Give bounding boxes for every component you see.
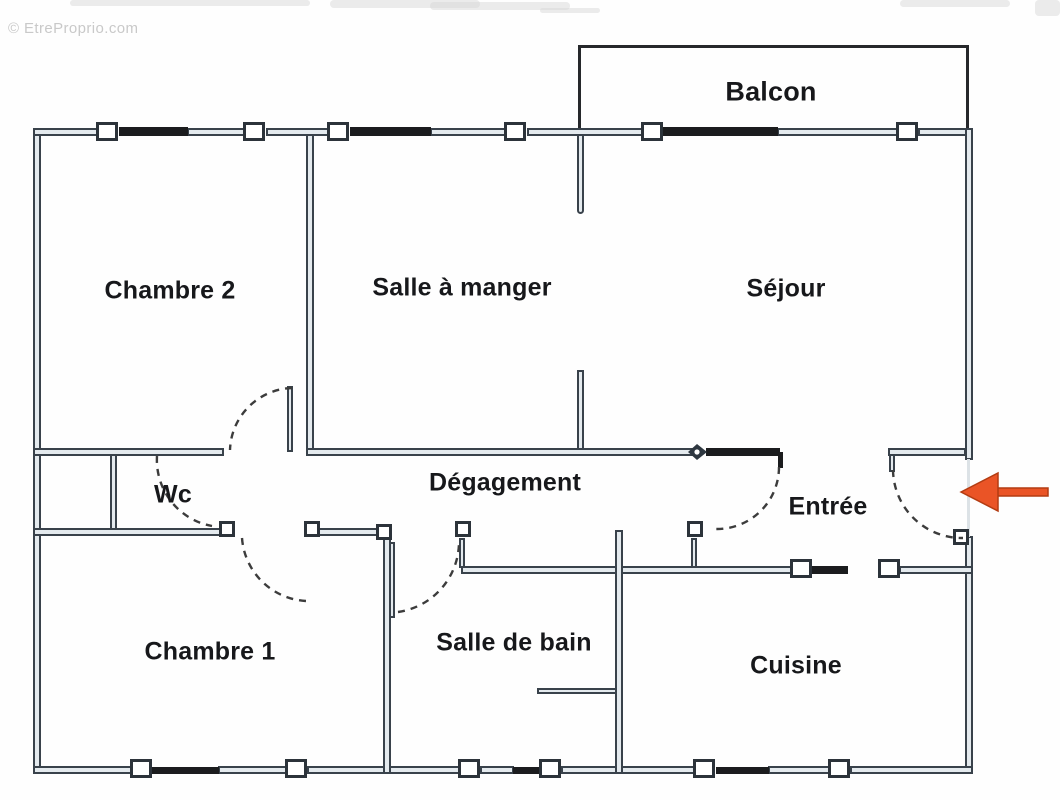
- watermark: © EtreProprio.com: [8, 20, 139, 37]
- room-label-salle-de-bain: Salle de bain: [436, 628, 592, 657]
- dark-wall-segment: [119, 127, 188, 136]
- wall-chambre1-top: [315, 528, 382, 536]
- dark-wall-segment: [716, 767, 769, 774]
- exterior-wall-bottom: [768, 766, 831, 774]
- window-marker: [96, 122, 118, 141]
- dark-wall-segment: [513, 767, 541, 774]
- room-label-cuisine: Cuisine: [750, 651, 842, 680]
- door-hinge-marker: [219, 521, 235, 537]
- wall-stub-salle-sejour-top: [577, 134, 584, 214]
- window-marker: [458, 759, 480, 778]
- door-arc-chambre1: [240, 537, 307, 603]
- wall-wc-bottom: [33, 528, 224, 536]
- room-label-salle-a-manger: Salle à manger: [372, 273, 552, 302]
- wall-wc-divider: [110, 454, 117, 532]
- window-marker: [504, 122, 526, 141]
- exterior-wall-right: [965, 128, 973, 460]
- window-marker: [878, 559, 900, 578]
- window-marker: [790, 559, 812, 578]
- door-jamb: [459, 538, 465, 568]
- window-marker: [285, 759, 307, 778]
- scan-noise: [1035, 0, 1060, 16]
- room-label-degagement: Dégagement: [428, 468, 582, 497]
- wall-stub-salle-sejour-bottom: [577, 370, 584, 452]
- scan-noise: [430, 2, 570, 10]
- room-label-balcon: Balcon: [725, 76, 817, 107]
- door-hinge-marker: [304, 521, 320, 537]
- entry-arrow-icon: [959, 471, 1049, 513]
- room-label-wc: Wc: [154, 480, 192, 509]
- room-label-entree: Entrée: [788, 492, 868, 521]
- exterior-wall-top: [187, 128, 247, 136]
- wall-cuisine-top: [461, 566, 792, 574]
- exterior-wall-bottom: [561, 766, 696, 774]
- exterior-wall-bottom: [480, 766, 514, 774]
- window-marker: [327, 122, 349, 141]
- window-marker: [896, 122, 918, 141]
- exterior-wall-top: [777, 128, 898, 136]
- door-jamb: [691, 538, 697, 568]
- balcony-wall-top: [578, 45, 969, 48]
- scan-noise: [900, 0, 1010, 7]
- exterior-wall-top: [33, 128, 99, 136]
- window-marker: [243, 122, 265, 141]
- room-label-sejour: Séjour: [746, 274, 826, 303]
- dark-wall-segment: [706, 448, 780, 456]
- door-arc-entree-inner: [715, 466, 781, 531]
- balcony-wall-right: [966, 45, 969, 131]
- dark-wall-segment: [350, 127, 431, 136]
- exterior-wall-top: [430, 128, 507, 136]
- door-jamb: [778, 452, 783, 468]
- scan-noise: [540, 8, 600, 13]
- window-marker: [693, 759, 715, 778]
- dark-wall-segment: [152, 767, 219, 774]
- exterior-wall-top: [918, 128, 972, 136]
- door-arc-salle-de-bain: [397, 540, 461, 614]
- room-label-chambre-1: Chambre 1: [144, 637, 276, 666]
- door-hinge-marker: [953, 529, 969, 545]
- wall-salle-de-bain-stub: [537, 688, 622, 694]
- dark-wall-segment: [812, 566, 848, 574]
- window-marker: [130, 759, 152, 778]
- window-marker: [539, 759, 561, 778]
- exterior-wall-bottom: [850, 766, 973, 774]
- door-jamb: [889, 454, 895, 472]
- door-leaf-chambre2: [287, 386, 293, 452]
- wall-wc-top: [33, 448, 224, 456]
- window-marker: [828, 759, 850, 778]
- exterior-wall-top: [527, 128, 644, 136]
- door-arc-entrance: [891, 469, 964, 540]
- scan-noise: [330, 0, 480, 8]
- scan-noise: [70, 0, 310, 6]
- dark-wall-segment: [663, 127, 778, 136]
- door-hinge-marker: [455, 521, 471, 537]
- wall-salle-de-bain-cuisine: [615, 530, 623, 774]
- wall-sejour-bottom: [888, 448, 966, 456]
- exterior-wall-bottom: [218, 766, 288, 774]
- door-hinge-marker: [376, 524, 392, 540]
- window-marker: [641, 122, 663, 141]
- exterior-wall-bottom: [33, 766, 133, 774]
- door-leaf-salle-de-bain: [389, 542, 395, 618]
- room-label-chambre-2: Chambre 2: [104, 276, 236, 305]
- wall-degagement-top: [306, 448, 696, 456]
- wall-cuisine-top: [899, 566, 973, 574]
- balcony-wall-left: [578, 45, 581, 131]
- door-arc-chambre2: [228, 386, 293, 451]
- entry-door-leaf: [967, 459, 970, 537]
- wall-chambre2-salle-a-manger: [306, 134, 314, 452]
- door-hinge-marker: [687, 521, 703, 537]
- exterior-wall-top: [266, 128, 330, 136]
